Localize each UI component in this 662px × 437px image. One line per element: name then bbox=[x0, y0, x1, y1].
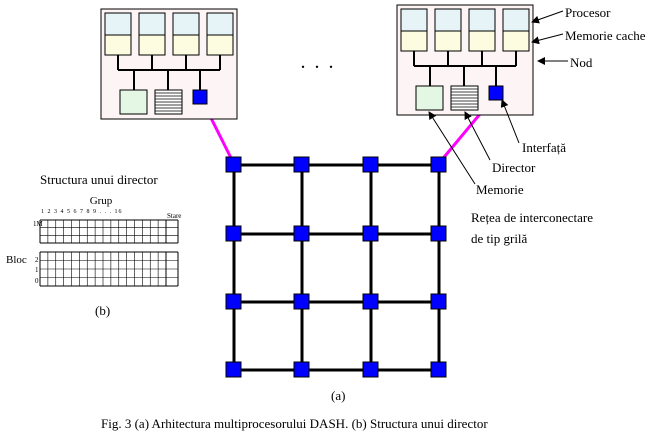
row-label-0: 0 bbox=[35, 277, 39, 285]
memory-block bbox=[415, 85, 444, 111]
processor bbox=[138, 12, 166, 36]
cluster-node-right bbox=[396, 4, 534, 116]
router-square bbox=[430, 293, 447, 310]
arrow-procesor bbox=[531, 10, 564, 24]
interface-block bbox=[192, 89, 208, 105]
router-square bbox=[362, 361, 379, 378]
mesh-network bbox=[232, 163, 441, 372]
label-memorie-cache: Memorie cache bbox=[565, 28, 646, 43]
router-square bbox=[362, 225, 379, 242]
cache bbox=[172, 34, 200, 56]
directory-grid bbox=[39, 219, 179, 287]
cache bbox=[138, 34, 166, 56]
directory-title: Structura unui director bbox=[40, 172, 158, 187]
cache bbox=[468, 30, 496, 52]
figure-caption: Fig. 3 (a) Arhitectura multiprocesorului… bbox=[101, 416, 488, 431]
arrow-cache bbox=[531, 33, 564, 45]
cache bbox=[434, 30, 462, 52]
cache bbox=[104, 34, 132, 56]
processor bbox=[400, 8, 428, 32]
router-square bbox=[225, 293, 242, 310]
label-retea-line1: Rețea de interconectare bbox=[471, 210, 593, 225]
arrow-interfata bbox=[500, 99, 520, 144]
router-square bbox=[362, 293, 379, 310]
processor bbox=[468, 8, 496, 32]
directory-stare-label: Stare bbox=[167, 212, 181, 220]
cache bbox=[206, 34, 234, 56]
interface-block bbox=[488, 85, 504, 101]
row-label-1: 1 bbox=[35, 266, 39, 274]
label-memorie: Memorie bbox=[476, 182, 524, 197]
router-square bbox=[293, 293, 310, 310]
processor bbox=[206, 12, 234, 36]
processor bbox=[502, 8, 530, 32]
router-square bbox=[225, 361, 242, 378]
cache bbox=[400, 30, 428, 52]
memory-block bbox=[119, 89, 148, 115]
router-square bbox=[225, 225, 242, 242]
router-square bbox=[430, 225, 447, 242]
directory-grup-label: Grup bbox=[90, 195, 113, 207]
router-square bbox=[362, 156, 379, 173]
label-part-b: (b) bbox=[95, 303, 110, 318]
router-square bbox=[225, 156, 242, 173]
mesh-routers bbox=[225, 156, 447, 378]
router-square bbox=[293, 361, 310, 378]
processor bbox=[434, 8, 462, 32]
label-retea-line2: de tip grilă bbox=[471, 231, 528, 246]
directory-structure: Structura unui director Grup 1 2 3 4 5 6… bbox=[6, 172, 181, 318]
node-bus bbox=[413, 51, 517, 86]
row-label-1m: 1M bbox=[33, 220, 44, 228]
router-square bbox=[430, 361, 447, 378]
router-square bbox=[430, 156, 447, 173]
label-procesor: Procesor bbox=[565, 5, 611, 20]
router-square bbox=[293, 156, 310, 173]
processor bbox=[104, 12, 132, 36]
cluster-node-left bbox=[100, 8, 238, 120]
ellipsis-text: . . . bbox=[301, 51, 336, 73]
cache bbox=[502, 30, 530, 52]
row-label-2: 2 bbox=[35, 256, 39, 264]
arrow-memorie bbox=[428, 111, 476, 185]
label-nod: Nod bbox=[570, 55, 593, 70]
node-bus bbox=[117, 55, 221, 90]
processor bbox=[172, 12, 200, 36]
label-director: Director bbox=[492, 160, 536, 175]
router-square bbox=[293, 225, 310, 242]
arrow-director bbox=[464, 111, 491, 161]
directory-bloc-label: Bloc bbox=[6, 254, 27, 266]
directory-block bbox=[154, 89, 183, 115]
directory-group-numbers: 1 2 3 4 5 6 7 8 9 . . . 16 bbox=[41, 209, 123, 215]
directory-block bbox=[450, 85, 479, 111]
label-part-a: (a) bbox=[331, 388, 345, 403]
label-interfata: Interfață bbox=[522, 140, 566, 155]
callout-arrows bbox=[428, 10, 568, 185]
